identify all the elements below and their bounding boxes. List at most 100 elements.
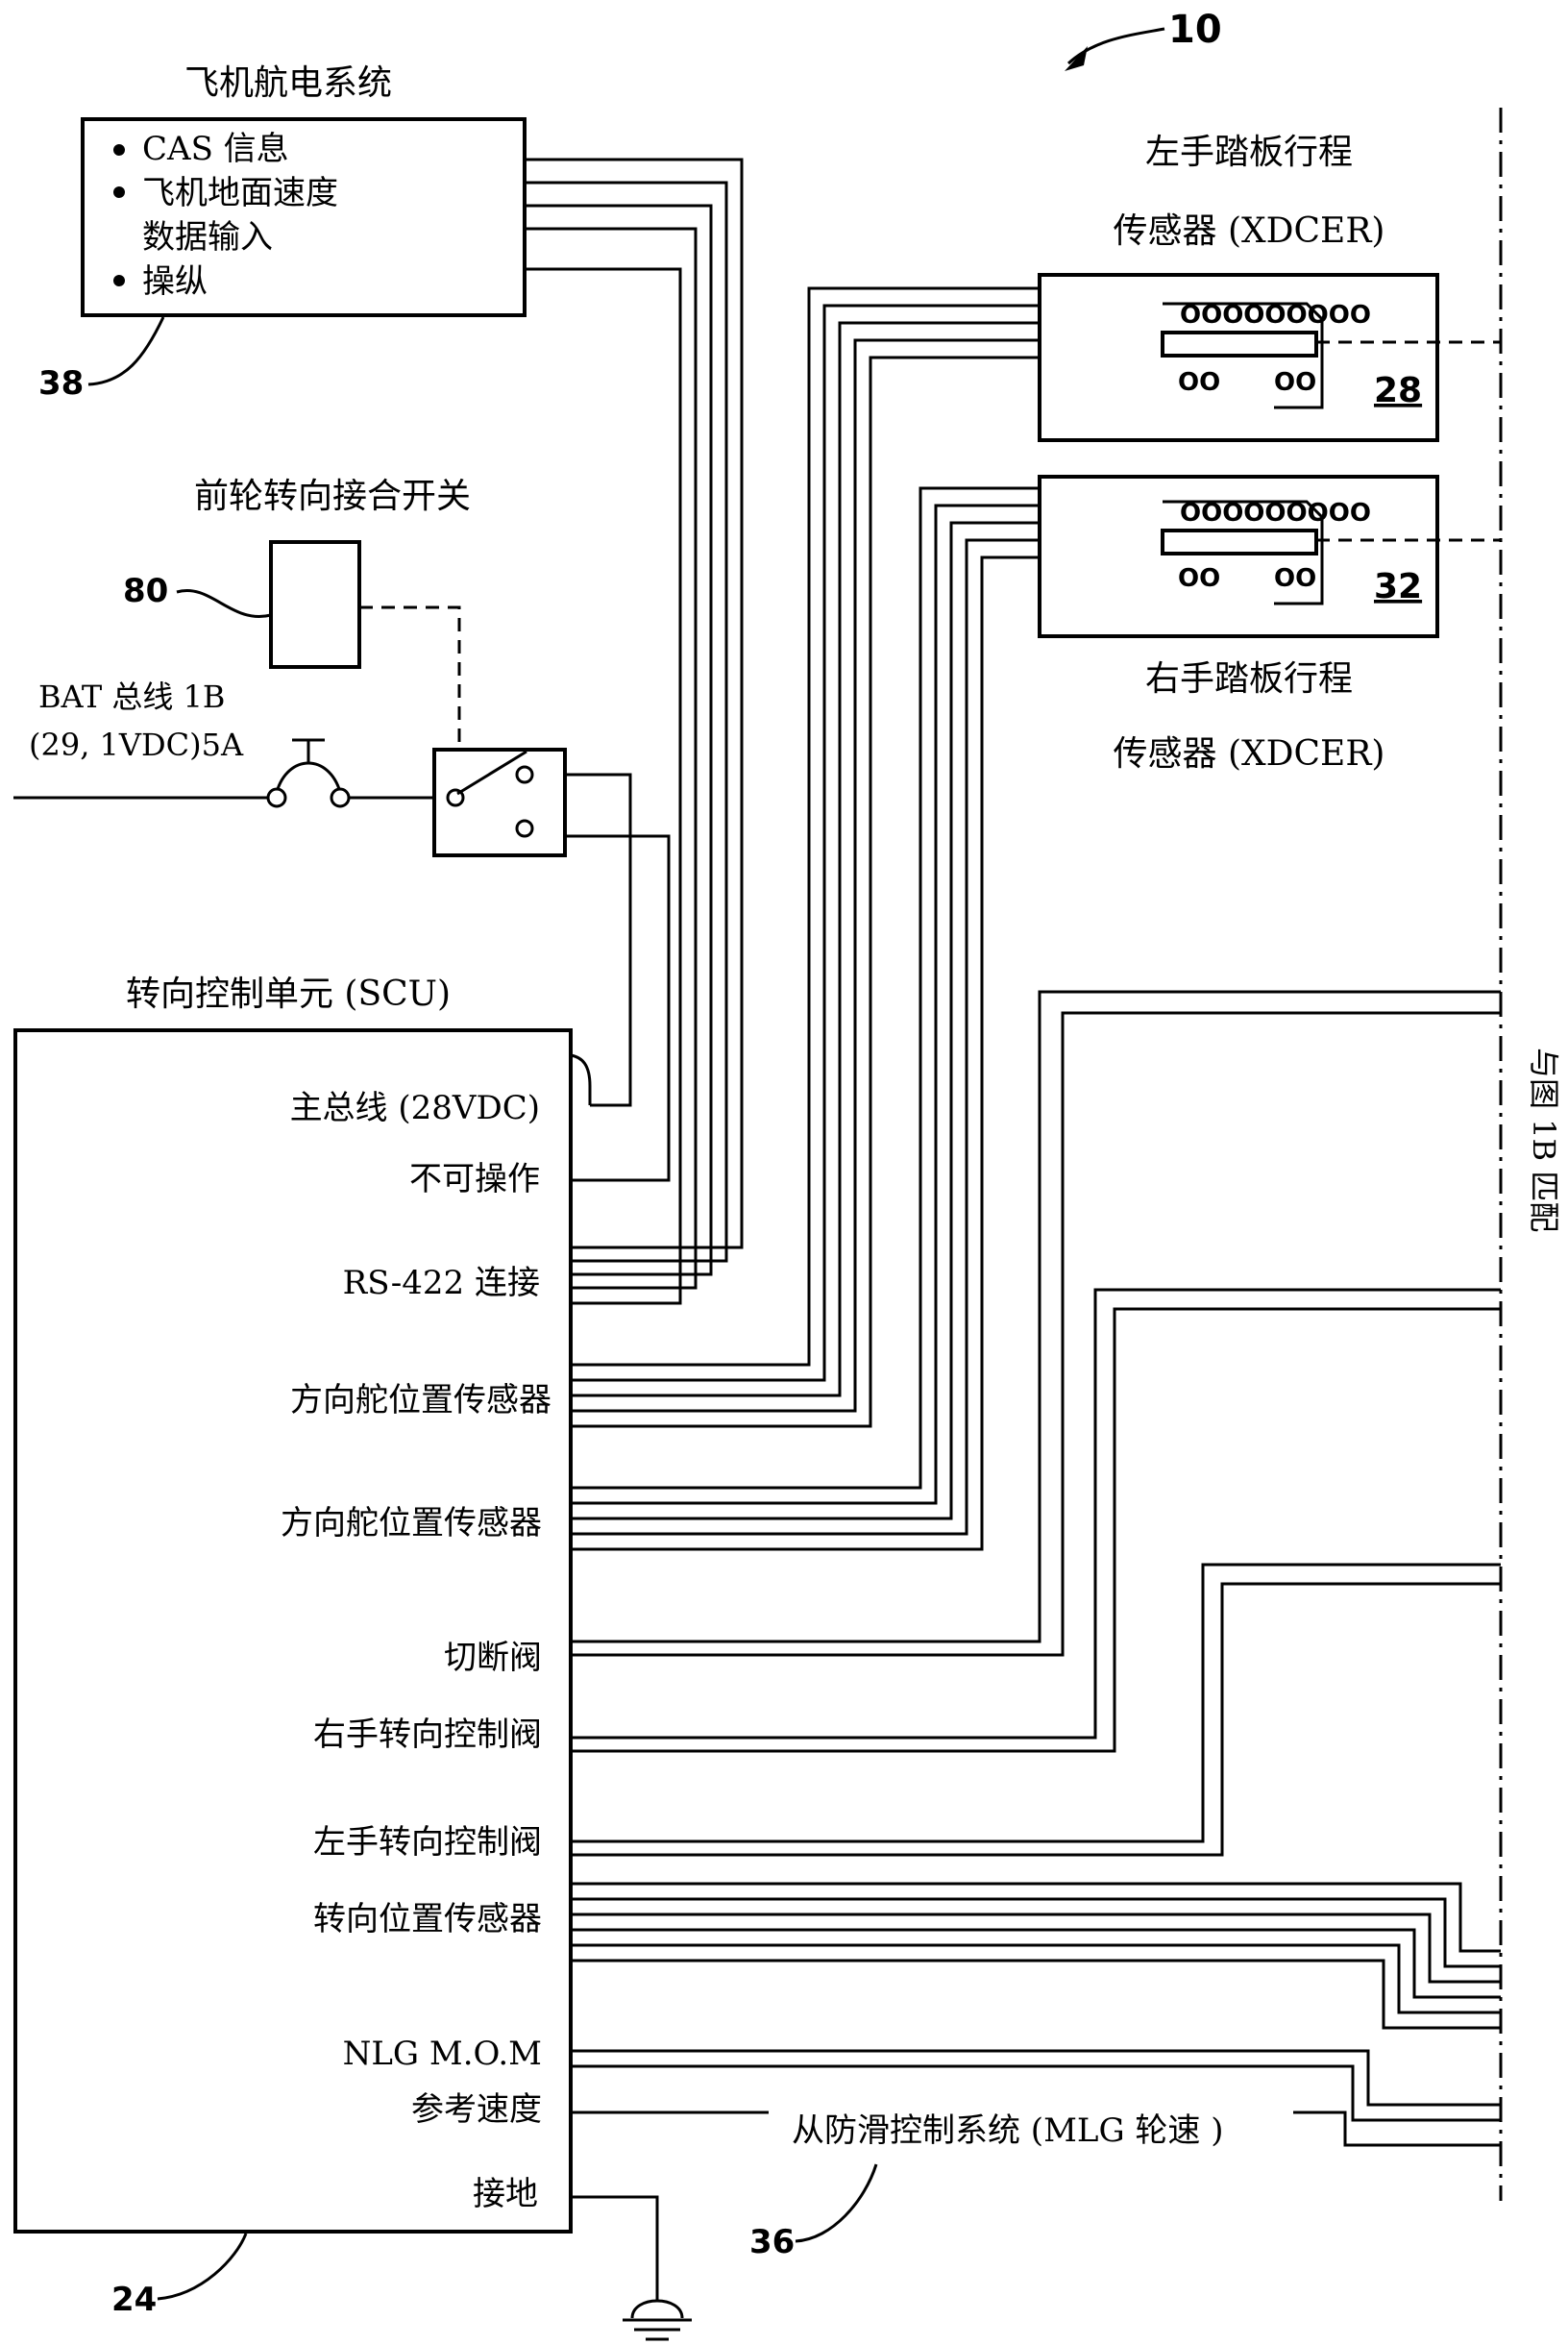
relay-contact-arm	[456, 750, 527, 796]
avionics-ref: 38	[38, 364, 84, 403]
ground-icon	[630, 2299, 684, 2319]
left-xdcer-title: 左手踏板行程	[1145, 133, 1353, 172]
left-xdcer-wire	[571, 321, 1040, 1397]
steer-sensor-wire	[571, 1943, 1501, 2014]
right-xdcer-wire	[571, 521, 1040, 1520]
engage-switch-box	[269, 540, 361, 669]
breaker-terminal-icon	[266, 787, 287, 808]
main-bus-loop	[570, 1053, 592, 1105]
antiskid-ref: 36	[749, 2223, 795, 2261]
right-valve-wire	[571, 1288, 1501, 1740]
left-xdcer-wire	[571, 304, 1040, 1382]
right-valve-wire	[571, 1307, 1501, 1753]
coil-icon: OOOOOOOOO	[1180, 499, 1371, 528]
inoperative-to-relay-wire	[565, 834, 671, 1182]
figure-ref-10: 10	[1168, 8, 1222, 52]
right-xdcer-wire	[571, 486, 1040, 1490]
left-xdcer-ref: 28	[1374, 371, 1422, 410]
scu-title: 转向控制单元 (SCU)	[126, 975, 451, 1014]
left-xdcer-winding	[1163, 302, 1324, 409]
coil-icon: OOOOOOOOO	[1180, 301, 1371, 330]
avionics-wire	[525, 227, 698, 1290]
right-xdcer-title-2: 传感器 (XDCER)	[1114, 734, 1385, 774]
avionics-item-ground-speed: 飞机地面速度	[142, 174, 338, 212]
ground-wire	[571, 2195, 659, 2303]
right-xdcer-core	[1161, 529, 1318, 555]
steer-sensor-wire	[571, 1897, 1501, 1968]
antiskid-ref-leader	[795, 2163, 878, 2243]
nlg-mom-wire	[571, 2049, 1501, 2107]
switch-title: 前轮转向接合开关	[194, 477, 471, 516]
avionics-title: 飞机航电系统	[184, 63, 392, 103]
relay-contact-icon	[515, 819, 534, 838]
figure-ref-leader	[1066, 27, 1165, 65]
circuit-breaker-arc	[275, 761, 342, 793]
scu-ref-leader	[157, 2233, 248, 2301]
avionics-item-data-input: 数据输入	[142, 218, 273, 257]
left-xdcer-title-2: 传感器 (XDCER)	[1114, 211, 1385, 251]
scu-port-left-valve: 左手转向控制阀	[313, 1823, 542, 1862]
left-xdcer-wire	[571, 286, 1040, 1367]
scu-port-shutoff-valve: 切断阀	[444, 1639, 542, 1677]
right-xdcer-wire	[571, 538, 1040, 1536]
bullet-icon	[113, 275, 125, 286]
scu-port-rs422: RS-422 连接	[343, 1264, 540, 1302]
left-xdcer-wire	[571, 356, 1040, 1428]
steer-sensor-wire	[571, 1882, 1501, 1953]
figure-ref-arrowhead	[1065, 46, 1088, 71]
steer-sensor-wire	[571, 1913, 1501, 1984]
right-xdcer-wire	[571, 555, 1040, 1551]
scu-port-inoperative: 不可操作	[409, 1160, 540, 1198]
scu-box	[13, 1028, 573, 2234]
nlg-mom-wire	[571, 2064, 1501, 2122]
coil-icon: OO	[1274, 564, 1316, 593]
relay-contact-icon	[515, 765, 534, 784]
coil-icon: OO	[1178, 368, 1220, 397]
shutoff-valve-wire	[571, 1011, 1501, 1657]
left-valve-wire	[571, 1563, 1501, 1843]
right-xdcer-title: 右手踏板行程	[1145, 659, 1353, 699]
shutoff-valve-wire	[571, 990, 1501, 1643]
scu-port-rudder-sensor-2: 方向舵位置传感器	[281, 1504, 542, 1543]
scu-port-main-bus: 主总线 (28VDC)	[290, 1089, 540, 1127]
avionics-item-control: 操纵	[142, 262, 208, 301]
bullet-icon	[113, 186, 125, 198]
left-valve-wire	[571, 1582, 1501, 1857]
antiskid-label: 从防滑控制系统 (MLG 轮速 )	[792, 2111, 1224, 2150]
steer-sensor-wire	[571, 1928, 1501, 1999]
right-xdcer-box	[1038, 475, 1439, 638]
right-xdcer-winding	[1163, 500, 1324, 605]
right-xdcer-ref: 32	[1374, 567, 1422, 606]
switch-ref-leader	[176, 589, 272, 618]
match-line-label: 与图 1B 匹配	[1526, 1048, 1562, 1232]
scu-port-rudder-sensor-1: 方向舵位置传感器	[290, 1381, 551, 1419]
scu-port-right-valve: 右手转向控制阀	[313, 1716, 542, 1754]
scu-port-nlg-mom: NLG M.O.M	[343, 2035, 542, 2073]
antiskid-wire	[1293, 2110, 1501, 2147]
switch-ref: 80	[123, 572, 168, 610]
bullet-icon	[113, 144, 125, 156]
avionics-box	[81, 117, 527, 317]
avionics-wire	[525, 181, 728, 1263]
breaker-terminal-icon	[330, 787, 351, 808]
scu-port-steer-sensor: 转向位置传感器	[313, 1900, 542, 1938]
steer-sensor-wire	[571, 1959, 1501, 2030]
left-xdcer-wire	[571, 338, 1040, 1413]
coil-icon: OO	[1274, 368, 1316, 397]
avionics-wire	[525, 158, 744, 1249]
scu-port-ref-speed: 参考速度	[411, 2090, 542, 2129]
avionics-ref-leader	[87, 316, 165, 386]
switch-actuator-link	[359, 605, 461, 750]
relay-to-main-bus-wire	[565, 773, 632, 1107]
left-xdcer-core	[1161, 331, 1318, 358]
coil-icon: OO	[1178, 564, 1220, 593]
bat-bus-label: BAT 总线 1B	[38, 679, 225, 715]
scu-ref: 24	[111, 2281, 157, 2319]
bat-bus-rating: (29, 1VDC)5A	[29, 727, 244, 763]
right-xdcer-wire	[571, 504, 1040, 1505]
avionics-wire	[525, 267, 682, 1305]
scu-port-ground: 接地	[473, 2175, 538, 2213]
avionics-item-cas: CAS 信息	[142, 130, 289, 168]
avionics-wire	[525, 204, 713, 1276]
